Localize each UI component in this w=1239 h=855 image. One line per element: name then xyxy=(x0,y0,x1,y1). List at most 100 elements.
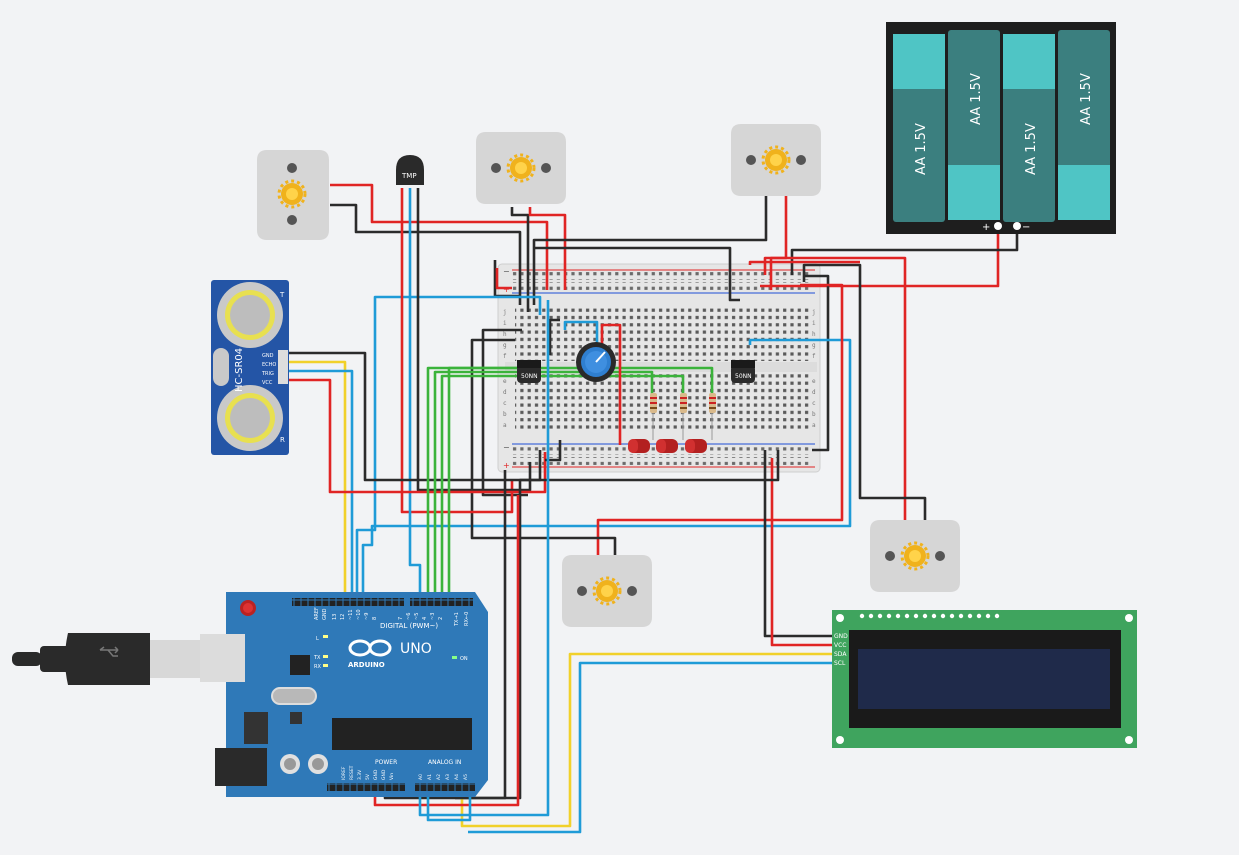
wire-black xyxy=(288,351,542,482)
lcd-pin-gnd: GND xyxy=(834,633,848,640)
dc-motor-4[interactable] xyxy=(562,555,652,627)
led-red[interactable] xyxy=(685,439,707,453)
wire-black xyxy=(545,440,562,462)
svg-text:i: i xyxy=(503,320,507,327)
dc-motor-5[interactable] xyxy=(870,520,960,592)
pin-label: 12 xyxy=(340,614,346,620)
svg-text:j: j xyxy=(503,309,507,316)
analog-label: ANALOG IN xyxy=(428,759,461,766)
pin-label: 2 xyxy=(438,617,444,620)
wire-red xyxy=(528,207,567,290)
wire-red xyxy=(770,458,832,647)
tmp-label: TMP xyxy=(401,172,417,180)
temperature-sensor[interactable]: TMP xyxy=(396,155,424,185)
sonar-name: HC-SR04 xyxy=(234,348,245,392)
on-label: ON xyxy=(460,656,468,662)
wire-blue xyxy=(361,338,852,598)
wire-red xyxy=(596,283,844,555)
pin-label: ~5 xyxy=(414,613,420,620)
transistor-left[interactable]: 50NN xyxy=(517,360,541,383)
wire-blue xyxy=(408,188,422,598)
svg-text:c: c xyxy=(812,400,816,407)
wire-green xyxy=(440,374,685,598)
wire-black xyxy=(534,246,740,302)
wire-black xyxy=(763,450,832,638)
pin-label: 13 xyxy=(332,614,338,620)
lcd-pin-scl: SCL xyxy=(834,660,846,667)
dc-motor-1[interactable] xyxy=(257,150,329,240)
power-pin-label: RESET xyxy=(349,765,355,780)
svg-text:+: + xyxy=(503,461,510,470)
wire-blue xyxy=(426,785,472,822)
pin-label: ~10 xyxy=(356,609,362,620)
svg-text:−: − xyxy=(503,443,510,452)
analog-pin-label: A2 xyxy=(436,774,442,780)
cell-label: AA 1.5V xyxy=(1024,123,1039,175)
sonar-pin-gnd: GND xyxy=(262,353,274,359)
lcd-screen xyxy=(858,649,1110,709)
resistor[interactable] xyxy=(709,393,716,440)
wire-yellow xyxy=(288,360,347,598)
potentiometer[interactable] xyxy=(576,342,616,382)
svg-text:d: d xyxy=(812,389,816,396)
ultrasonic-sensor[interactable]: HC-SR04 GND ECHO TRIG VCC T R xyxy=(211,280,289,455)
power-pin-label: GND xyxy=(373,769,379,780)
cell-label: AA 1.5V xyxy=(969,73,984,125)
pin-label: GND xyxy=(322,608,328,620)
sonar-pin-trig: TRIG xyxy=(261,371,274,377)
wire-black xyxy=(416,188,532,492)
analog-pin-label: A3 xyxy=(445,774,451,780)
resistor[interactable] xyxy=(680,393,687,440)
wire-blue xyxy=(468,661,832,834)
svg-text:f: f xyxy=(812,353,816,360)
rail-minus-label: − xyxy=(503,267,510,276)
wire-black xyxy=(804,274,830,452)
wire-red xyxy=(288,378,547,494)
transistor-right[interactable]: 50NN xyxy=(731,360,755,383)
tx-label: TX xyxy=(313,655,321,661)
pin-label: 8 xyxy=(372,617,378,620)
pin-label: ~3 xyxy=(430,613,436,620)
battery-cell xyxy=(1003,34,1055,222)
resistor[interactable] xyxy=(650,393,657,440)
svg-text:g: g xyxy=(812,342,816,349)
wire-black xyxy=(548,318,560,355)
wire-black xyxy=(330,203,522,305)
battery-plus: + xyxy=(982,222,990,233)
dc-motor-3[interactable] xyxy=(731,124,821,196)
battery-minus: − xyxy=(1022,222,1030,233)
svg-text:g: g xyxy=(503,342,507,349)
arduino-model: UNO xyxy=(400,641,432,657)
svg-text:c: c xyxy=(503,400,507,407)
svg-text:j: j xyxy=(812,309,816,316)
l-label: L xyxy=(316,636,319,642)
wire-black xyxy=(510,207,530,312)
arduino-uno[interactable]: ARDUINO UNO DIGITAL (PWM~) POWER ANALOG … xyxy=(200,592,488,797)
arduino-brand: ARDUINO xyxy=(348,661,385,669)
wire-black xyxy=(532,195,768,305)
wire-red xyxy=(600,323,622,445)
cell-label: AA 1.5V xyxy=(914,123,929,175)
wire-black xyxy=(802,263,927,520)
battery-cell xyxy=(948,30,1000,220)
pin-label: ~6 xyxy=(406,613,412,620)
svg-text:d: d xyxy=(503,389,507,396)
led-red[interactable] xyxy=(656,439,678,453)
lcd-display[interactable]: GND VCC SDA SCL xyxy=(832,610,1137,748)
dc-motor-2[interactable] xyxy=(476,132,566,204)
svg-text:e: e xyxy=(503,378,507,385)
lcd-pin-sda: SDA xyxy=(834,651,847,658)
battery-cell xyxy=(893,34,945,222)
wire-blue xyxy=(355,295,542,598)
wire-yellow xyxy=(460,652,832,828)
svg-text:i: i xyxy=(812,320,816,327)
pin-label: TX→1 xyxy=(454,612,460,627)
battery-pack[interactable]: AA 1.5V AA 1.5V AA 1.5V AA 1.5V + − xyxy=(886,22,1116,234)
svg-text:h: h xyxy=(812,331,816,338)
power-pin-label: 5V xyxy=(365,773,371,780)
usb-cable xyxy=(12,633,200,685)
led-red[interactable] xyxy=(628,439,650,453)
wire-red xyxy=(330,183,549,290)
power-pin-label: IOREF xyxy=(341,766,347,780)
